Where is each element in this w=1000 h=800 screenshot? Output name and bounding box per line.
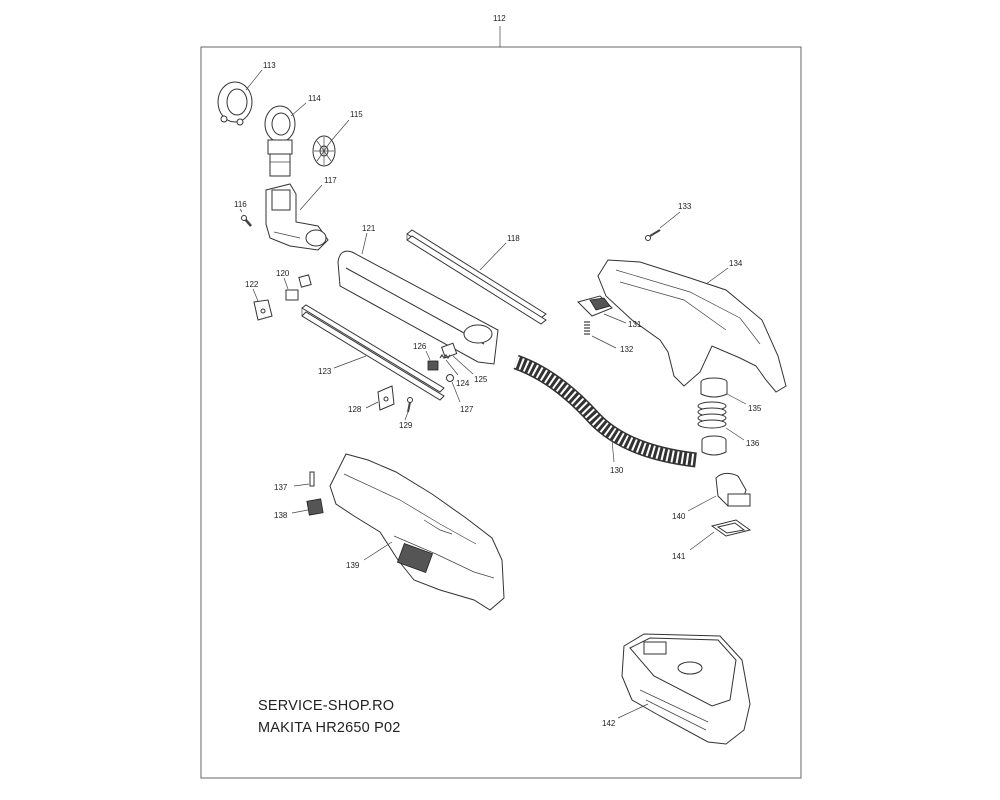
part-label-115: 115 xyxy=(350,110,363,119)
part-label-136: 136 xyxy=(746,439,760,448)
part-138-pad xyxy=(306,498,324,516)
part-label-140: 140 xyxy=(672,512,686,521)
part-121-tube xyxy=(337,250,499,365)
part-118-rail xyxy=(406,229,547,325)
part-label-131: 131 xyxy=(628,320,642,329)
part-115-filter-disc xyxy=(312,135,336,167)
part-label-130: 130 xyxy=(610,466,624,475)
part-label-139: 139 xyxy=(346,561,360,570)
part-label-126: 126 xyxy=(413,342,427,351)
part-137-pin xyxy=(309,471,315,487)
part-123-rail xyxy=(301,304,445,401)
part-label-117: 117 xyxy=(324,176,337,185)
part-label-133: 133 xyxy=(678,202,692,211)
part-label-118: 118 xyxy=(507,234,520,243)
part-124-spring xyxy=(439,353,451,360)
part-label-138: 138 xyxy=(274,511,288,520)
caption-line-2: MAKITA HR2650 P02 xyxy=(258,720,401,736)
part-117-housing xyxy=(265,183,329,251)
part-139-handle-housing xyxy=(329,453,505,611)
part-label-141: 141 xyxy=(672,552,686,561)
part-label-137: 137 xyxy=(274,483,288,492)
part-140-elbow xyxy=(715,472,751,507)
part-132-spring xyxy=(584,321,590,335)
part-label-114: 114 xyxy=(308,94,321,103)
caption-line-1: SERVICE-SHOP.RO xyxy=(258,698,395,714)
part-label-134: 134 xyxy=(729,259,743,268)
part-130-hose xyxy=(513,354,697,468)
part-label-120: 120 xyxy=(276,269,290,278)
part-127-nut xyxy=(446,374,454,382)
part-label-142: 142 xyxy=(602,719,616,728)
part-142-battery-box xyxy=(621,633,751,745)
part-label-128: 128 xyxy=(348,405,362,414)
part-label-122: 122 xyxy=(245,280,259,289)
part-126-latch xyxy=(427,360,439,371)
part-129-screw xyxy=(407,397,413,413)
part-label-135: 135 xyxy=(748,404,762,413)
part-135-ring xyxy=(700,377,728,398)
part-125-plate xyxy=(441,342,458,359)
part-label-125: 125 xyxy=(474,375,488,384)
part-116-screw xyxy=(241,215,252,227)
part-122-block xyxy=(253,299,273,321)
assembly-number-label: 112 xyxy=(493,14,506,23)
part-136-spring xyxy=(697,401,727,456)
part-134-housing xyxy=(597,259,787,393)
part-113-flange xyxy=(217,81,253,126)
part-label-127: 127 xyxy=(460,405,474,414)
part-label-124: 124 xyxy=(456,379,470,388)
part-label-113: 113 xyxy=(263,61,276,70)
part-120-clip xyxy=(285,274,312,301)
part-label-132: 132 xyxy=(620,345,634,354)
part-141-gasket xyxy=(710,519,752,537)
assembly-frame xyxy=(200,46,802,779)
part-label-121: 121 xyxy=(362,224,376,233)
part-label-116: 116 xyxy=(234,200,247,209)
part-131-switch xyxy=(577,295,613,317)
part-114-nozzle xyxy=(264,105,296,177)
part-128-bracket xyxy=(377,385,395,411)
part-label-123: 123 xyxy=(318,367,332,376)
part-133-screw xyxy=(645,229,661,241)
part-label-129: 129 xyxy=(399,421,413,430)
